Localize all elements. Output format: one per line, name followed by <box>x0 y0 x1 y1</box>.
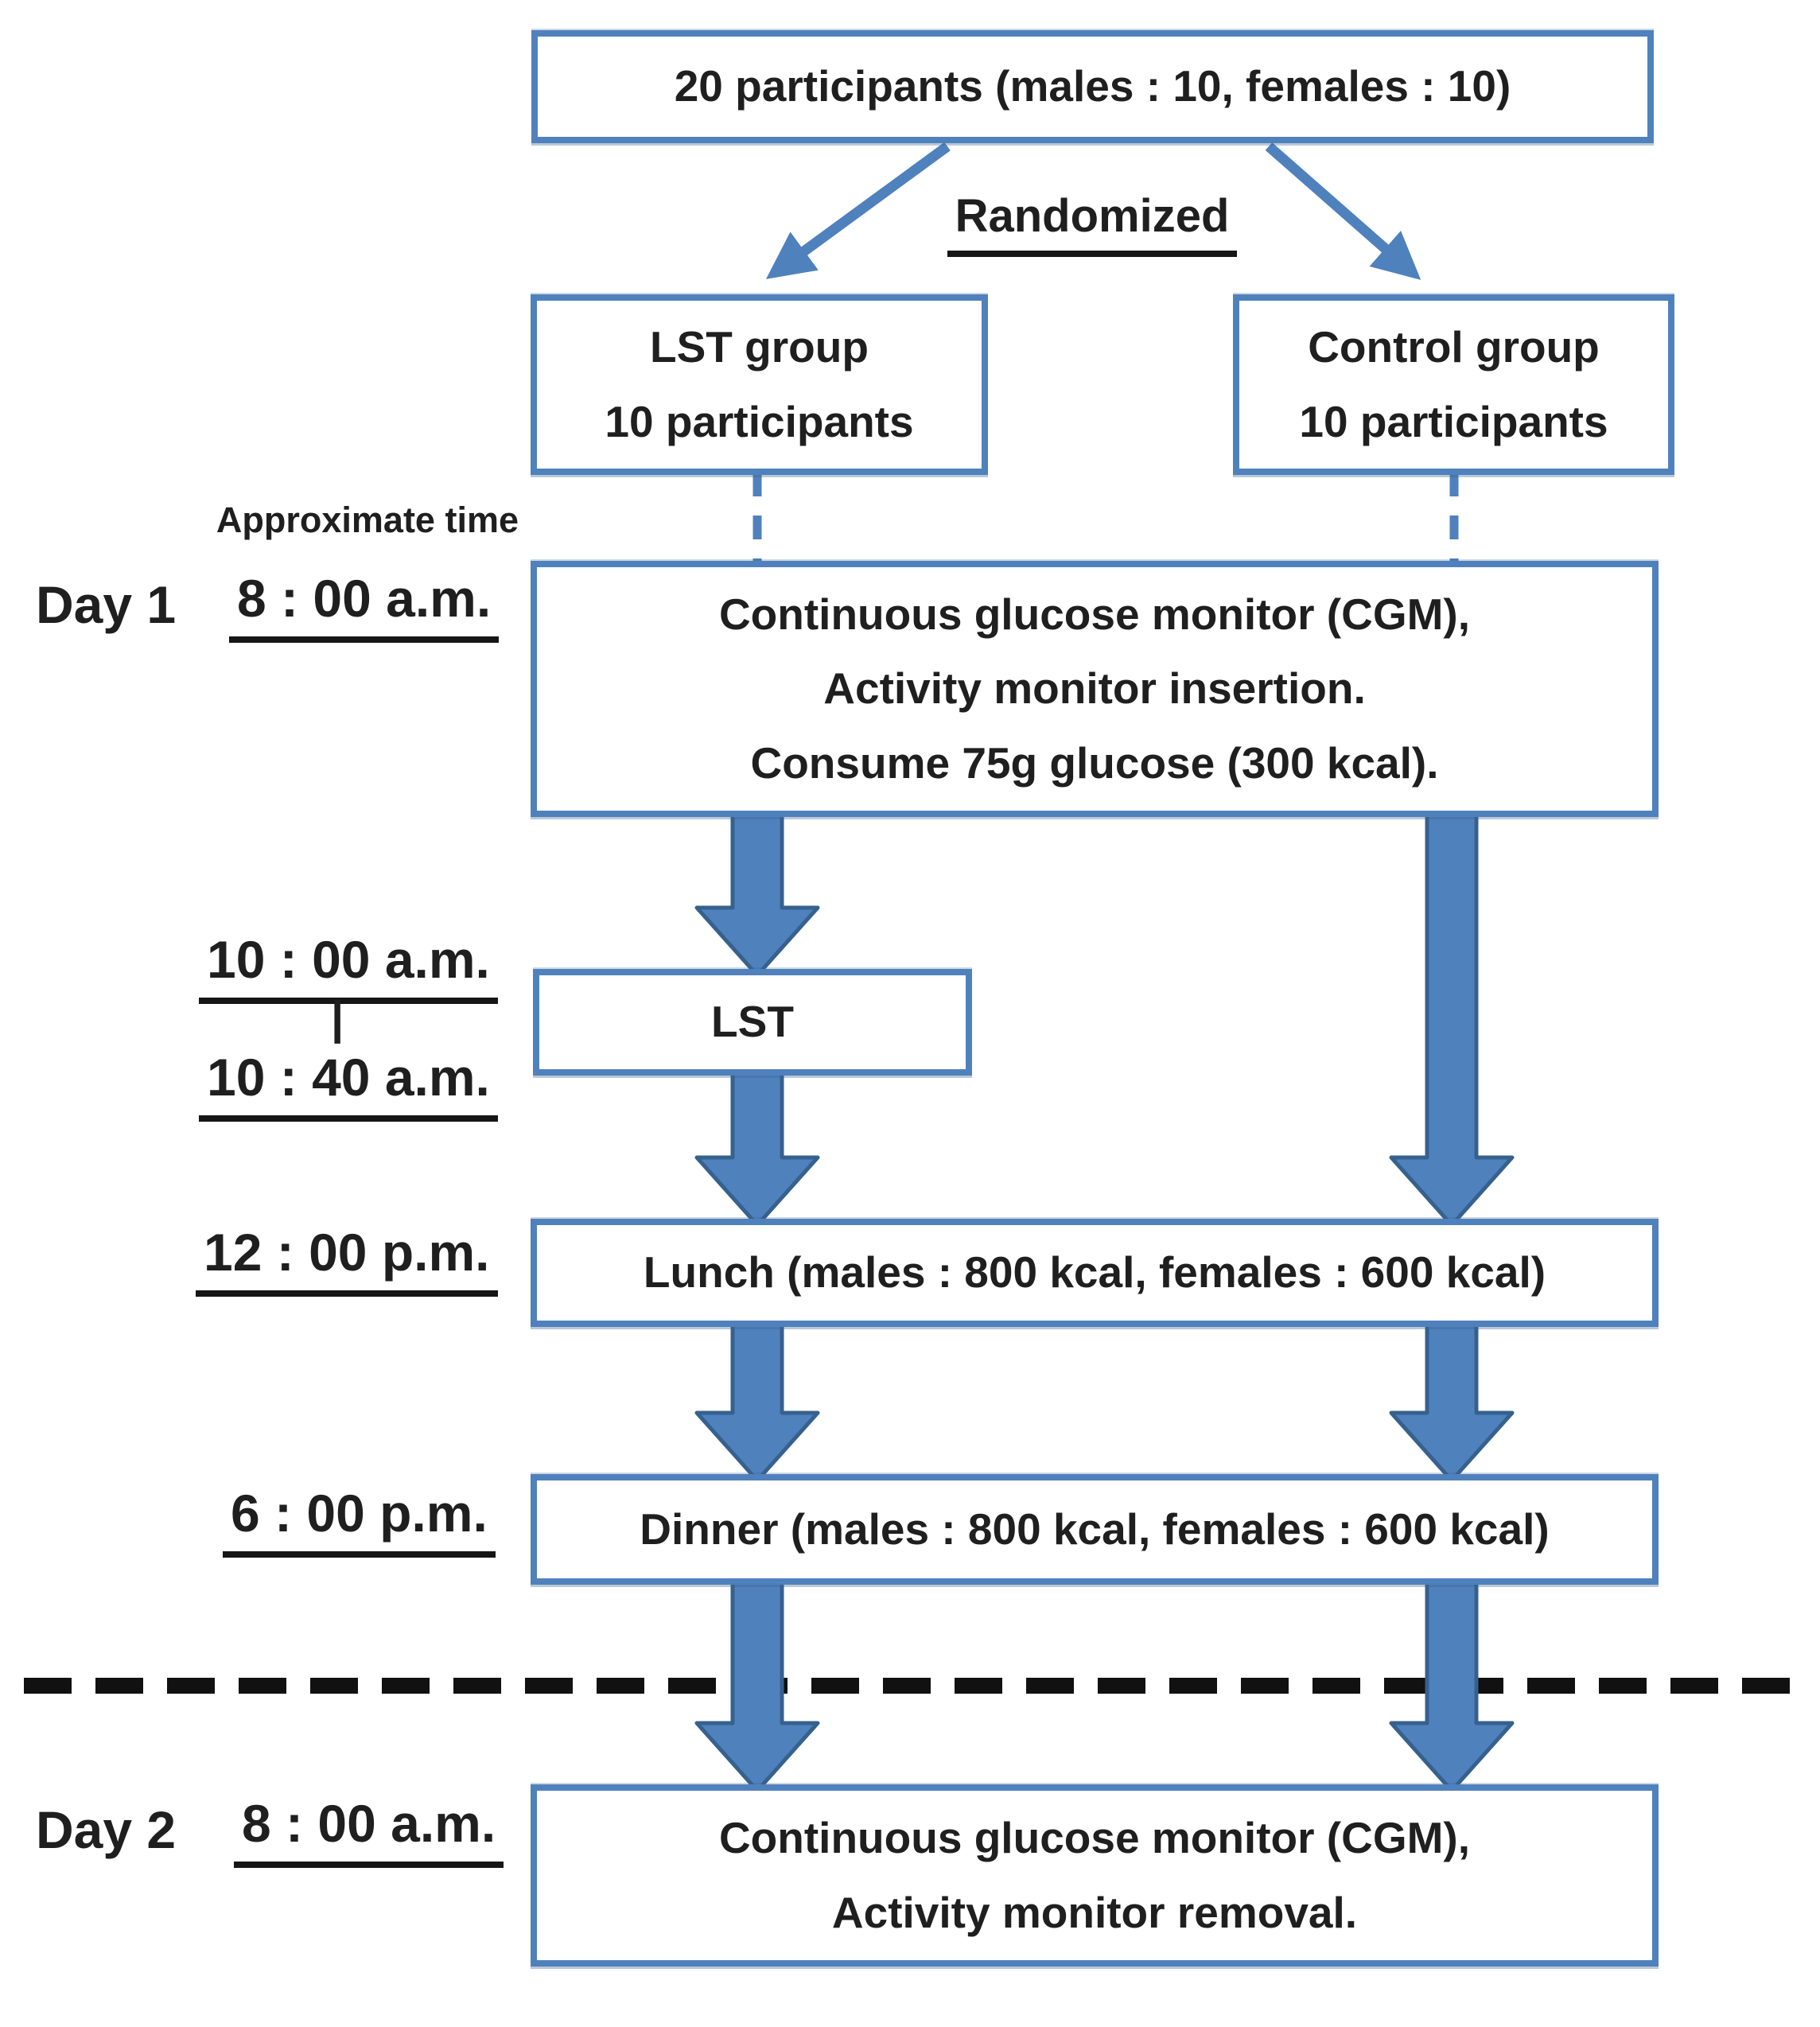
lst-group-name: LST group <box>650 322 869 372</box>
randomized-text: Randomized <box>947 189 1238 257</box>
day2-text: Day 2 <box>36 1800 177 1859</box>
node-day2-morning: Continuous glucose monitor (CGM), Activi… <box>531 1784 1659 1967</box>
randomized-label: Randomized <box>854 189 1331 257</box>
day1-morning-line1: Continuous glucose monitor (CGM), <box>718 589 1471 639</box>
arrow-lunch-to-dinner-control <box>1389 1318 1515 1483</box>
range-separator-text: | <box>331 992 344 1044</box>
control-group-count: 10 participants <box>1299 396 1608 446</box>
day1-text: Day 1 <box>36 575 177 634</box>
node-control-group: Control group 10 participants <box>1233 294 1674 475</box>
day2-morning-line2: Activity monitor removal. <box>831 1887 1358 1937</box>
randomize-arrow-left <box>765 142 951 279</box>
lunch-text: Lunch (males : 800 kcal, females : 600 k… <box>643 1247 1546 1298</box>
arrow-day1box-to-lst <box>694 808 820 978</box>
day1-morning-line3: Consume 75g glucose (300 kcal). <box>750 737 1439 788</box>
arrow-dinner-to-day2box-lst <box>694 1576 820 1793</box>
lst-end-time-label: 10 : 40 a.m. <box>199 1047 498 1122</box>
day1-morning-line2: Activity monitor insertion. <box>823 663 1366 714</box>
approximate-time-header: Approximate time <box>159 500 519 541</box>
day2-time-text: 8 : 00 a.m. <box>234 1793 504 1868</box>
node-dinner: Dinner (males : 800 kcal, females : 600 … <box>531 1474 1659 1585</box>
day2-label: Day 2 <box>36 1799 176 1860</box>
lst-text: LST <box>711 997 794 1047</box>
arrow-lunch-to-dinner-lst <box>694 1318 820 1483</box>
lst-end-time-text: 10 : 40 a.m. <box>199 1047 498 1122</box>
node-day1-morning: Continuous glucose monitor (CGM), Activi… <box>531 561 1659 817</box>
randomize-arrow-right <box>1265 142 1421 280</box>
lst-start-time-label: 10 : 00 a.m. <box>199 929 498 1004</box>
arrow-lst-to-lunch <box>694 1067 820 1227</box>
arrow-dinner-to-day2box-control <box>1389 1576 1515 1793</box>
day1-label: Day 1 <box>36 574 176 635</box>
lst-start-time-text: 10 : 00 a.m. <box>199 929 498 1004</box>
day1-time-text: 8 : 00 a.m. <box>229 568 500 643</box>
approximate-time-text: Approximate time <box>216 500 519 540</box>
lunch-time-text: 12 : 00 p.m. <box>196 1222 498 1297</box>
dinner-text: Dinner (males : 800 kcal, females : 600 … <box>640 1504 1550 1554</box>
arrow-day1box-to-lunch-control <box>1389 808 1515 1227</box>
day1-time-label: 8 : 00 a.m. <box>229 568 500 643</box>
node-lunch: Lunch (males : 800 kcal, females : 600 k… <box>531 1219 1659 1327</box>
day2-time-label: 8 : 00 a.m. <box>234 1793 504 1868</box>
time-range-tick: | <box>331 991 344 1045</box>
node-lst-group: LST group 10 participants <box>531 294 988 475</box>
node-lst: LST <box>533 969 972 1076</box>
control-group-name: Control group <box>1308 322 1600 372</box>
dinner-time-label: 6 : 00 p.m. <box>223 1483 496 1558</box>
node-participants: 20 participants (males : 10, females : 1… <box>531 30 1654 143</box>
participants-text: 20 participants (males : 10, females : 1… <box>674 61 1511 111</box>
day2-morning-line1: Continuous glucose monitor (CGM), <box>718 1813 1471 1862</box>
lst-group-count: 10 participants <box>605 396 914 446</box>
lunch-time-label: 12 : 00 p.m. <box>196 1222 498 1297</box>
dinner-time-text: 6 : 00 p.m. <box>223 1483 496 1558</box>
